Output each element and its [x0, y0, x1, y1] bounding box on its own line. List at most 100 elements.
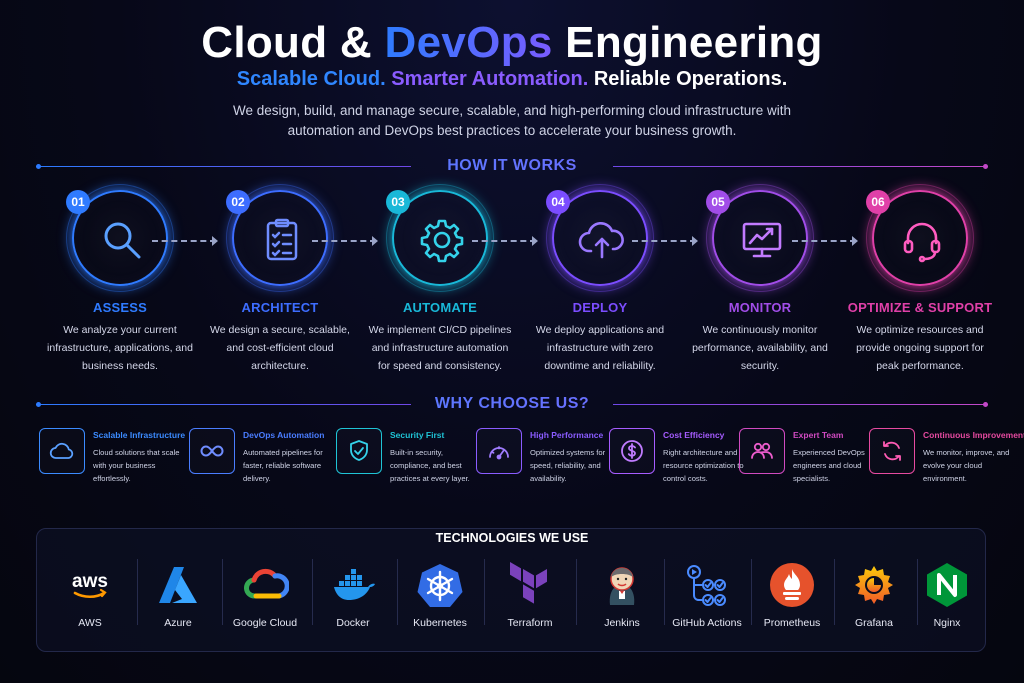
feature-title: Expert Team [793, 430, 844, 440]
shield-check-icon [336, 428, 382, 474]
tech-jenkins: Jenkins [582, 561, 662, 629]
step-number-badge: 04 [546, 190, 570, 214]
tech-name: AWS [78, 617, 102, 629]
step-automate: AUTOMATE We implement CI/CD pipelines an… [365, 184, 515, 375]
step-number-badge: 02 [226, 190, 250, 214]
step-optimize-support: OPTIMIZE & SUPPORT We optimize resources… [845, 184, 995, 375]
svg-text:aws: aws [72, 571, 108, 592]
feature-desc: Automated pipelines for faster, reliable… [243, 448, 323, 483]
tech-name: GitHub Actions [672, 617, 742, 629]
step-desc: We continuously monitor performance, ava… [692, 324, 828, 372]
tagline: Scalable Cloud. Smarter Automation. Reli… [0, 68, 1024, 91]
speedometer-icon [476, 428, 522, 474]
tech-nginx: Nginx [907, 561, 987, 629]
step-desc: We analyze your current infrastructure, … [47, 324, 193, 372]
step-title: ASSESS [93, 300, 147, 315]
step-desc: We optimize resources and provide ongoin… [856, 324, 984, 372]
technologies-panel: TECHNOLOGIES WE USE aws AWS Azure Google… [36, 528, 986, 652]
tagline-part-3: Reliable Operations. [593, 68, 788, 90]
why-choose-us-divider: WHY CHOOSE US? [36, 395, 988, 413]
feature-desc: Experienced DevOps engineers and cloud s… [793, 448, 865, 483]
tech-docker: Docker [313, 561, 393, 629]
tech-kubernetes: Kubernetes [400, 561, 480, 629]
tech-name: Google Cloud [232, 617, 298, 629]
feature-title: Scalable Infrastructure [93, 430, 186, 440]
feature-title: High Performance [530, 430, 604, 440]
feature-desc: We monitor, improve, and evolve your clo… [923, 448, 1010, 483]
feature-desc: Right architecture and resource optimiza… [663, 448, 744, 483]
grafana-logo [850, 561, 898, 609]
step-number-badge: 05 [706, 190, 730, 214]
step-arrow [792, 236, 858, 246]
azure-logo [154, 561, 202, 609]
tech-grafana: Grafana [834, 561, 914, 629]
infinity-icon [189, 428, 235, 474]
feature-desc: Cloud solutions that scale with your bus… [93, 448, 180, 483]
how-it-works-heading: HOW IT WORKS [36, 157, 988, 175]
step-title: DEPLOY [572, 300, 628, 315]
step-title: OPTIMIZE & SUPPORT [847, 300, 993, 315]
feature-security-first: Security First Built-in security, compli… [336, 426, 476, 496]
google-cloud-logo [241, 561, 290, 609]
dollar-icon [609, 428, 655, 474]
docker-logo [329, 561, 377, 609]
step-number-badge: 01 [66, 190, 90, 214]
feature-desc: Built-in security, compliance, and best … [390, 448, 470, 483]
tech-name: Azure [164, 617, 192, 629]
checklist-icon [226, 184, 334, 292]
step-monitor: MONITOR We continuously monitor performa… [685, 184, 835, 375]
step-title: ARCHITECT [241, 300, 319, 315]
tech-google-cloud: Google Cloud [225, 561, 305, 629]
feature-scalable-infrastructure: Scalable Infrastructure Cloud solutions … [39, 426, 185, 496]
feature-devops-automation: DevOps Automation Automated pipelines fo… [189, 426, 329, 496]
title-post: Engineering [552, 18, 823, 67]
step-arrow [632, 236, 698, 246]
step-number-badge: 03 [386, 190, 410, 214]
tagline-part-2: Smarter Automation. [391, 68, 589, 90]
tech-github-actions: GitHub Actions [667, 561, 747, 629]
tagline-part-1: Scalable Cloud. [236, 68, 386, 90]
cloud-icon [39, 428, 85, 474]
step-desc: We implement CI/CD pipelines and infrast… [368, 324, 512, 372]
feature-title: DevOps Automation [243, 430, 325, 440]
tech-name: Docker [336, 617, 370, 629]
intro-text: We design, build, and manage secure, sca… [232, 103, 792, 138]
step-arrow [312, 236, 378, 246]
step-deploy: DEPLOY We deploy applications and infras… [525, 184, 675, 375]
step-desc: We deploy applications and infrastructur… [535, 324, 665, 372]
tech-name: Grafana [855, 617, 893, 629]
prometheus-logo [768, 561, 816, 609]
feature-high-performance: High Performance Optimized systems for s… [476, 426, 616, 496]
feature-title: Cost Efficiency [663, 430, 725, 440]
step-architect: ARCHITECT We design a secure, scalable, … [205, 184, 355, 375]
kubernetes-logo [416, 561, 464, 609]
tech-prometheus: Prometheus [752, 561, 832, 629]
tech-aws: aws AWS [50, 561, 130, 629]
why-choose-us-heading: WHY CHOOSE US? [36, 395, 988, 413]
step-title: AUTOMATE [402, 300, 478, 315]
tech-name: Jenkins [604, 617, 640, 629]
feature-expert-team: Expert Team Experienced DevOps engineers… [739, 426, 879, 496]
nginx-logo [923, 561, 971, 609]
tech-name: Prometheus [763, 617, 821, 629]
tech-name: Kubernetes [413, 617, 467, 629]
team-icon [739, 428, 785, 474]
step-desc: We design a secure, scalable, and cost-e… [210, 324, 350, 372]
step-assess: ASSESS We analyze your current infrastru… [45, 184, 195, 375]
jenkins-logo [598, 561, 646, 609]
terraform-logo [506, 561, 554, 609]
step-arrow [472, 236, 538, 246]
how-it-works-divider: HOW IT WORKS [36, 157, 988, 175]
gear-icon [386, 184, 494, 292]
title-accent: DevOps [384, 18, 553, 67]
feature-title: Security First [390, 430, 445, 440]
step-title: MONITOR [728, 300, 792, 315]
feature-continuous-improvement: Continuous Improvement We monitor, impro… [869, 426, 1024, 496]
tech-azure: Azure [138, 561, 218, 629]
step-number-badge: 06 [866, 190, 890, 214]
feature-cost-efficiency: Cost Efficiency Right architecture and r… [609, 426, 749, 496]
feature-title: Continuous Improvement [923, 430, 1024, 440]
tech-name: Nginx [933, 617, 961, 629]
technologies-heading: TECHNOLOGIES WE USE [435, 531, 589, 545]
tech-name: Terraform [507, 617, 553, 629]
